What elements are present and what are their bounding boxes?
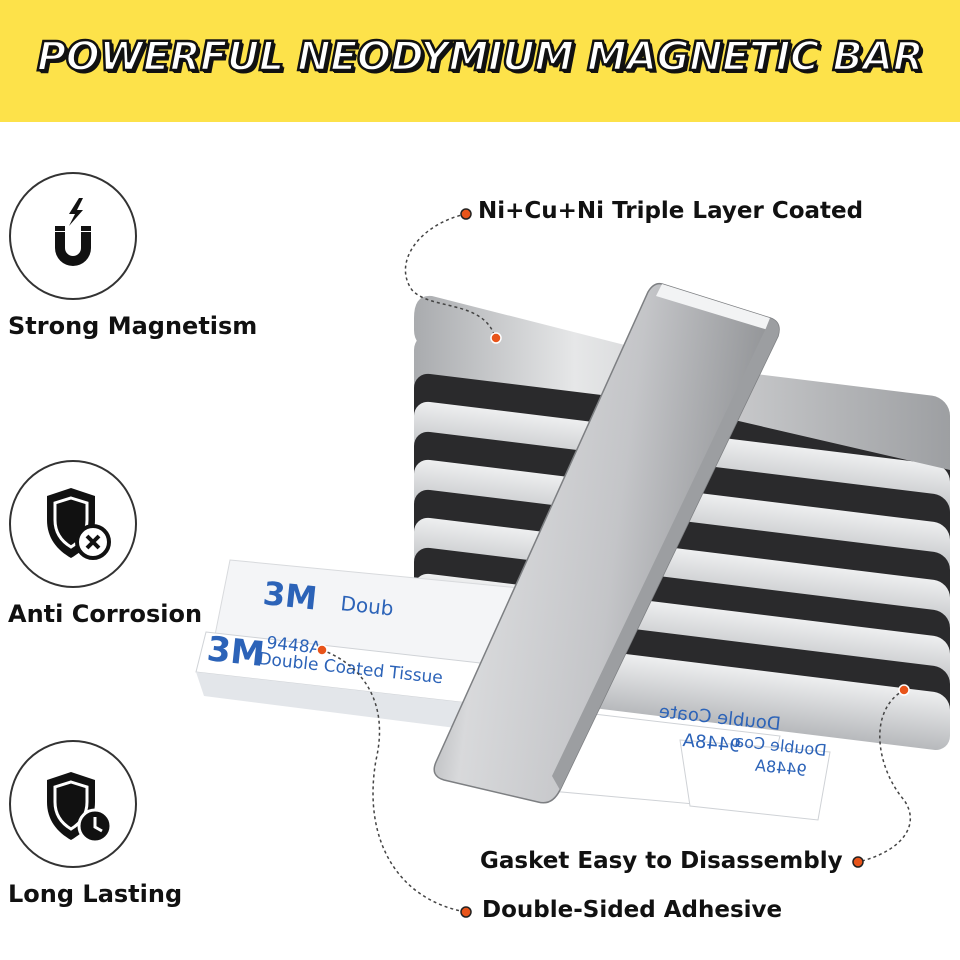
callout-dot	[316, 644, 328, 656]
callout-dot	[460, 906, 472, 918]
feature-label: Strong Magnetism	[8, 312, 258, 340]
banner-title: POWERFUL NEODYMIUM MAGNETIC BAR	[36, 33, 925, 82]
single-bar-magnet	[433, 282, 780, 804]
tape-partial-text: Doub	[339, 591, 394, 620]
feature-label: Long Lasting	[8, 880, 183, 908]
feature-icon-circle	[9, 740, 137, 868]
feature-icon-circle	[9, 460, 137, 588]
feature-icon-circle	[9, 172, 137, 300]
tape-brand-main: 3M	[205, 629, 266, 675]
shield-clock-icon	[47, 772, 113, 844]
feature-label: Anti Corrosion	[8, 600, 203, 628]
callout-adhesive: Double-Sided Adhesive	[482, 897, 783, 923]
tape-brand-top: 3M	[261, 574, 319, 617]
callout-gasket: Gasket Easy to Disassembly	[480, 848, 843, 874]
callout-dot	[898, 684, 910, 696]
callout-coating: Ni+Cu+Ni Triple Layer Coated	[478, 198, 864, 224]
title-banner: POWERFUL NEODYMIUM MAGNETIC BAR	[0, 0, 960, 122]
callout-dot	[490, 332, 502, 344]
shield-cross-icon	[47, 488, 111, 560]
callout-leaders	[316, 208, 911, 918]
callout-dot	[460, 208, 472, 220]
horseshoe-magnet-icon	[55, 198, 91, 266]
callout-dot	[852, 856, 864, 868]
adhesive-tape-strips: 3M Doub 3M 9448A Double Coated Tissue Do…	[195, 559, 831, 821]
